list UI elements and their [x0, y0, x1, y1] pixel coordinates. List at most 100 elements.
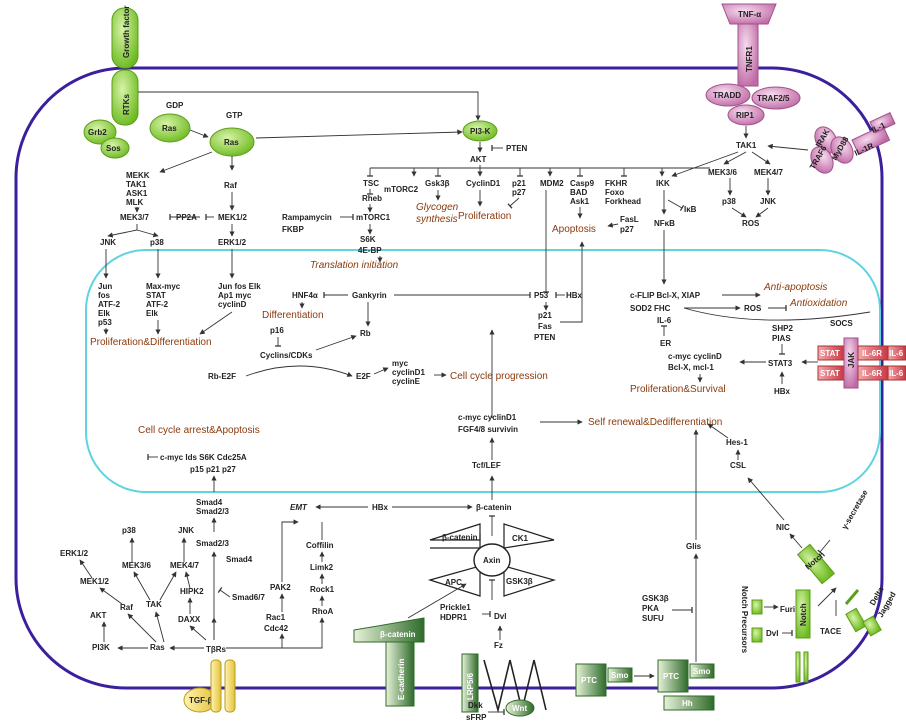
- svg-text:IL-6: IL-6: [889, 369, 904, 378]
- notch-receptor: Notch Notch: [796, 544, 834, 682]
- p27-label: p27: [512, 188, 526, 197]
- hnf4a-label: HNF4α: [292, 291, 318, 300]
- daxx-label: DAXX: [178, 615, 201, 624]
- jnk-targets: Jun fos ATF-2 Elk p53: [98, 282, 121, 327]
- svg-text:IL-6: IL-6: [889, 349, 904, 358]
- svg-text:TAK1: TAK1: [126, 180, 147, 189]
- hbx1-label: HBx: [566, 291, 583, 300]
- smad67-label: Smad6/7: [232, 593, 265, 602]
- svg-text:SUFU: SUFU: [642, 614, 664, 623]
- tak-label: TAK: [146, 600, 162, 609]
- svg-text:IL-6R: IL-6R: [862, 369, 882, 378]
- growth-factor-label: Growth factor: [122, 6, 131, 58]
- svg-text:FGF4/8 survivin: FGF4/8 survivin: [458, 425, 518, 434]
- tbrs-label: TβRs: [206, 645, 227, 654]
- fasl-label: FasL: [620, 215, 639, 224]
- hh-label: Hh: [682, 699, 693, 708]
- svg-text:fos: fos: [98, 291, 111, 300]
- ros-nucleus-label: ROS: [744, 304, 762, 313]
- svg-text:MLK: MLK: [126, 198, 144, 207]
- rac1-label: Rac1: [266, 613, 286, 622]
- hedgehog-receptors: PTC Smo PTC Smo Hh: [576, 660, 714, 710]
- mek36-tgf-label: MEK3/6: [122, 561, 151, 570]
- beta-catenin-box-label: β-catenin: [380, 630, 416, 639]
- svg-text:JAK: JAK: [847, 352, 856, 368]
- e-cadherin-label: E-cadherin: [397, 659, 406, 700]
- notch-precursor-1: [752, 600, 762, 614]
- svg-text:p21: p21: [538, 311, 552, 320]
- outcome-translation: Translation initiation: [310, 260, 399, 271]
- p38-targets: Max-myc STAT ATF-2 Elk: [146, 282, 181, 318]
- e2f-label: E2F: [356, 372, 371, 381]
- outcome-antioxidation: Antioxidation: [789, 298, 848, 309]
- gdp-label: GDP: [166, 101, 184, 110]
- svg-text:Fas: Fas: [538, 322, 552, 331]
- raf-tgf-label: Raf: [120, 603, 133, 612]
- ikk-label: IKK: [656, 179, 670, 188]
- rock1-label: Rock1: [310, 585, 335, 594]
- socs-label: SOCS: [830, 319, 853, 328]
- tgf-receptor: TGF-β: [184, 660, 235, 712]
- gli-label: Glis: [686, 542, 702, 551]
- svg-text:ATF-2: ATF-2: [98, 300, 121, 309]
- outcome-apoptosis: Apoptosis: [552, 224, 596, 235]
- il6-receptor: STAT STAT JAK IL-6R IL-6R IL-6 IL-6: [818, 338, 906, 388]
- svg-text:PIAS: PIAS: [772, 334, 791, 343]
- jnk-label: JNK: [100, 238, 116, 247]
- hipk2-label: HIPK2: [180, 587, 204, 596]
- s6k-label: S6K: [360, 235, 376, 244]
- smo2-label: Smo: [693, 667, 710, 676]
- gankyrin-label: Gankyrin: [352, 291, 387, 300]
- rip1-label: RIP1: [736, 111, 754, 120]
- p38-tgf-label: p38: [122, 526, 136, 535]
- ras-gtp-label: Ras: [224, 138, 239, 147]
- outcome-self-renewal: Self renewal&Dedifferentiation: [588, 417, 722, 428]
- fkbp-label: FKBP: [282, 225, 304, 234]
- tcf-label: Tcf/LEF: [472, 461, 501, 470]
- svg-text:Elk: Elk: [98, 309, 111, 318]
- svg-text:Forkhead: Forkhead: [605, 197, 641, 206]
- er-label: ER: [660, 339, 671, 348]
- p21-label: p21: [512, 179, 526, 188]
- ptc1-label: PTC: [581, 676, 597, 685]
- svg-text:Max-myc: Max-myc: [146, 282, 181, 291]
- lrp-label: LRP5/6: [466, 672, 475, 700]
- svg-text:STAT: STAT: [146, 291, 166, 300]
- mekk-group: MEKK TAK1 ASK1 MLK: [126, 171, 150, 207]
- rapamycin-label: Rampamycin: [282, 213, 332, 222]
- outcome-arrest-apoptosis: Cell cycle arrest&Apoptosis: [138, 425, 260, 436]
- dvl-label: Dvl: [494, 612, 506, 621]
- e-cadherin-complex: β-catenin E-cadherin: [354, 618, 424, 706]
- stat3-label: STAT3: [768, 359, 793, 368]
- outcome-differentiation: Differentiation: [262, 310, 324, 321]
- svg-text:p53: p53: [98, 318, 112, 327]
- traf25-label: TRAF2/5: [757, 94, 790, 103]
- rhoa-label: RhoA: [312, 607, 334, 616]
- 4ebp-label: 4E-BP: [358, 246, 382, 255]
- smad4-label: Smad4: [226, 555, 253, 564]
- gsk3b-wnt-label: GSK3β: [506, 577, 533, 586]
- sos-label: Sos: [106, 144, 121, 153]
- ros-tnf-label: ROS: [742, 219, 760, 228]
- csl-label: CSL: [730, 461, 746, 470]
- il6-label: IL-6: [657, 316, 672, 325]
- svg-text:STAT: STAT: [820, 369, 840, 378]
- tnf-receptor: TNF-α TNFR1: [722, 4, 776, 86]
- svg-text:c-myc cyclinD1: c-myc cyclinD1: [458, 413, 517, 422]
- outcome-proliferation: Proliferation: [458, 211, 511, 222]
- svg-text:cyclinD: cyclinD: [218, 300, 247, 309]
- jnk-tgf-label: JNK: [178, 526, 194, 535]
- mek37-label: MEK3/7: [120, 213, 149, 222]
- apc-label: APC: [445, 578, 462, 587]
- emt-label: EMT: [290, 503, 308, 512]
- mek12-label: MEK1/2: [218, 213, 247, 222]
- nfkb-label: NFκB: [654, 219, 675, 228]
- hbx2-label: HBx: [774, 387, 791, 396]
- svg-text:Ap1 myc: Ap1 myc: [218, 291, 252, 300]
- mek47-tgf-label: MEK4/7: [170, 561, 199, 570]
- ck1-label: CK1: [512, 534, 529, 543]
- tnfr1-label: TNFR1: [745, 46, 754, 72]
- svg-text:SHP2: SHP2: [772, 324, 793, 333]
- svg-text:Prickle1: Prickle1: [440, 603, 471, 612]
